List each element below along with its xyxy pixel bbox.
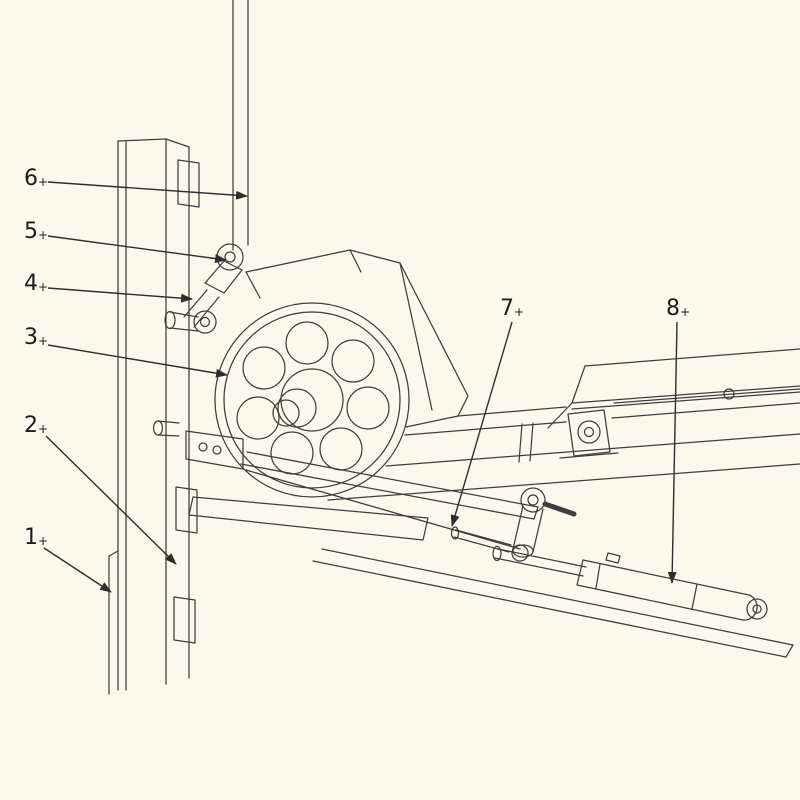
- callout-label-3: 3+: [24, 325, 48, 350]
- callout-layer: 1+ 2+ 3+ 4+ 5+ 6+ 7+ 8+: [24, 166, 690, 593]
- lug-hole: [577, 420, 601, 444]
- pulley-hole: [242, 346, 286, 390]
- column-slot: [173, 596, 196, 644]
- lower-rail: [312, 548, 794, 658]
- actuating-arm: [240, 451, 539, 550]
- pulley-hole: [346, 386, 390, 430]
- column-slot: [175, 486, 198, 534]
- hydraulic-cylinder: [492, 545, 768, 621]
- callout-arrow-3: [47, 344, 228, 378]
- callout-arrow-2: [45, 435, 177, 565]
- cylinder-mount-lug: [559, 409, 619, 459]
- top-roller-assembly: [164, 243, 244, 334]
- lift-cable: [232, 0, 249, 251]
- pulley-hole: [285, 321, 329, 365]
- lift-column: [108, 138, 200, 695]
- callout-label-4: 4+: [24, 271, 48, 296]
- pivot-boss: [193, 310, 217, 334]
- cylinder-fitting: [605, 552, 621, 564]
- callout-label-7: 7+: [500, 296, 524, 321]
- sheave-pulley: [214, 302, 410, 498]
- top-plate: [547, 348, 800, 429]
- pulley-hub: [280, 368, 344, 432]
- callout-label-1: 1+: [24, 525, 48, 550]
- callout-label-8: 8+: [666, 296, 690, 321]
- callout-arrow-4: [47, 287, 193, 303]
- column-slot: [177, 159, 200, 208]
- linkage-eye: [520, 487, 546, 513]
- rod-end: [492, 545, 502, 562]
- linkage-clevis: [511, 544, 529, 562]
- carriage-beam: [327, 388, 800, 501]
- callout-arrow-5: [47, 235, 227, 263]
- callout-label-6: 6+: [24, 166, 48, 191]
- bracket-hole: [198, 442, 208, 452]
- pulley-axle-end: [272, 399, 300, 427]
- bracket-hole: [212, 445, 222, 455]
- linkage-stub: [542, 501, 577, 517]
- callout-label-2: 2+: [24, 413, 48, 438]
- release-cable: [245, 469, 521, 550]
- callout-arrow-8: [667, 321, 678, 584]
- pulley-axle: [277, 388, 317, 428]
- plate-hole: [723, 388, 735, 400]
- lower-bracket: [152, 420, 244, 470]
- callout-arrow-7: [450, 321, 513, 527]
- callout-arrow-6: [47, 181, 248, 200]
- housing-plate: [245, 249, 469, 428]
- platform-plate: [188, 496, 429, 541]
- callout-arrow-1: [43, 547, 112, 593]
- cylinder-clevis: [746, 598, 768, 620]
- pulley-hole: [331, 339, 375, 383]
- callout-label-5: 5+: [24, 219, 48, 244]
- pulley-hole: [236, 396, 280, 440]
- linkage-pin: [450, 526, 460, 540]
